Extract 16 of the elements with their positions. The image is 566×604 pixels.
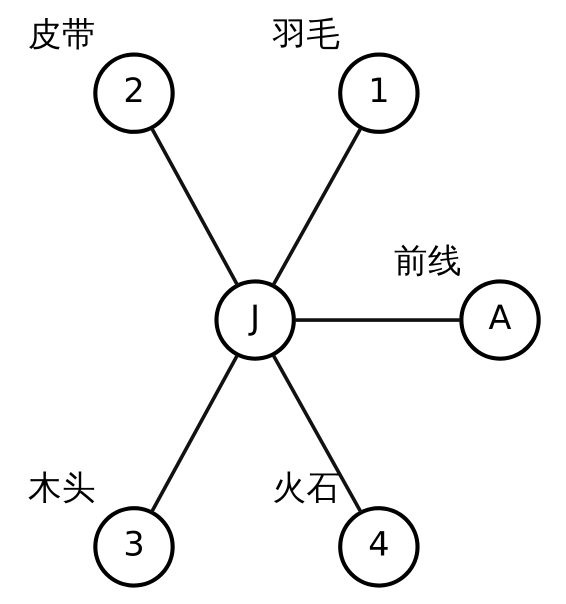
node-label: 皮带 [27,14,96,54]
node-circle: 4 [338,506,420,588]
connector [150,128,239,286]
connector [294,318,460,322]
node-label: 羽毛 [272,14,340,54]
node-label: 前线 [393,241,462,280]
connector [271,354,362,514]
node-circle: 2 [92,52,174,134]
node-label: 火石 [272,468,340,507]
node-circle: A [458,279,540,361]
node-label: 木头 [27,468,96,507]
node-circle: J [214,279,296,361]
connector [149,354,238,514]
connector [271,128,362,286]
node-circle: 1 [338,52,420,134]
node-circle: 3 [92,506,174,588]
